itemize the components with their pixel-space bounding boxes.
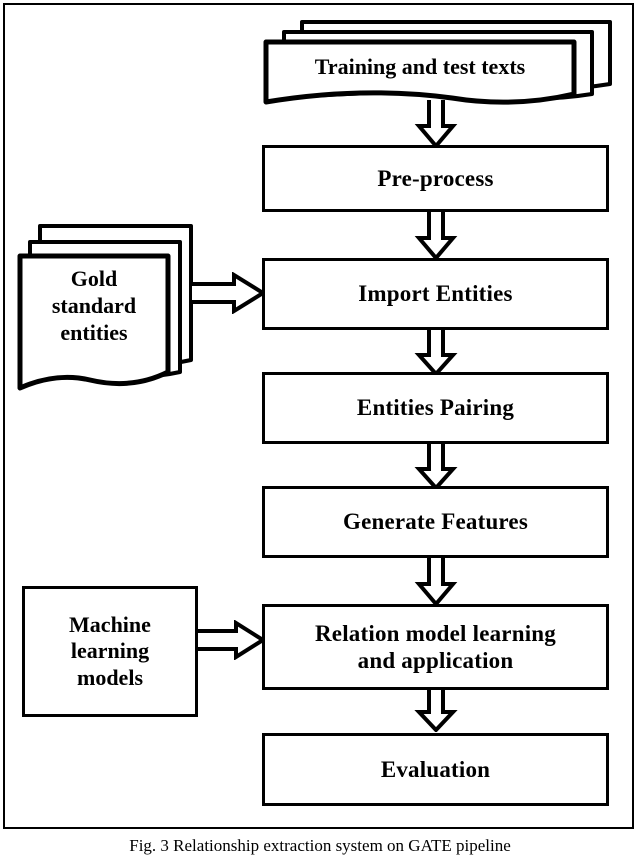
relation-line-2: and application xyxy=(357,648,514,673)
node-evaluation-label: Evaluation xyxy=(380,756,491,782)
relation-line-1: Relation model learning xyxy=(315,620,556,646)
figure-outer-border xyxy=(3,3,634,829)
node-generate-features-label: Generate Features xyxy=(343,509,528,535)
connector-import-entities-to-entities-pairing xyxy=(414,330,458,376)
node-evaluation[interactable]: Evaluation xyxy=(262,733,609,806)
ml-line-2: learning xyxy=(70,638,150,664)
connector-gold-to-import-entities xyxy=(190,272,266,314)
down-block-arrow-icon xyxy=(414,100,458,148)
figure-caption: Fig. 3 Relationship extraction system on… xyxy=(129,836,511,855)
node-import-entities[interactable]: Import Entities xyxy=(262,258,609,330)
right-block-arrow-icon xyxy=(190,272,266,314)
node-machine-learning-models[interactable]: Machine learning models xyxy=(22,586,198,717)
connector-ml-models-to-relation-model xyxy=(196,620,266,660)
multi-document-icon xyxy=(263,20,612,105)
down-block-arrow-icon xyxy=(414,558,458,606)
multi-document-icon xyxy=(17,224,193,391)
node-entities-pairing[interactable]: Entities Pairing xyxy=(262,372,609,444)
node-pre-process-label: Pre-process xyxy=(377,165,494,191)
node-training-and-test-texts[interactable]: Training and test texts xyxy=(262,16,614,106)
connector-relation-model-to-evaluation xyxy=(414,690,458,732)
ml-line-3: models xyxy=(77,664,143,690)
connector-generate-features-to-relation-model xyxy=(414,558,458,606)
node-gold-standard-entities[interactable]: Gold standard entities xyxy=(16,222,196,398)
node-relation-model-learning-and-application[interactable]: Relation model learning and application xyxy=(262,604,609,690)
connector-preprocess-to-import-entities xyxy=(414,212,458,260)
node-import-entities-label: Import Entities xyxy=(358,281,513,307)
node-entities-pairing-label: Entities Pairing xyxy=(356,395,515,421)
down-block-arrow-icon xyxy=(414,444,458,490)
connector-entities-pairing-to-generate-features xyxy=(414,444,458,490)
down-block-arrow-icon xyxy=(414,690,458,732)
node-generate-features[interactable]: Generate Features xyxy=(262,486,609,558)
connector-texts-to-preprocess xyxy=(414,100,458,148)
node-pre-process[interactable]: Pre-process xyxy=(262,145,609,212)
right-block-arrow-icon xyxy=(196,620,266,660)
down-block-arrow-icon xyxy=(414,212,458,260)
down-block-arrow-icon xyxy=(414,330,458,376)
ml-line-1: Machine xyxy=(69,611,151,637)
